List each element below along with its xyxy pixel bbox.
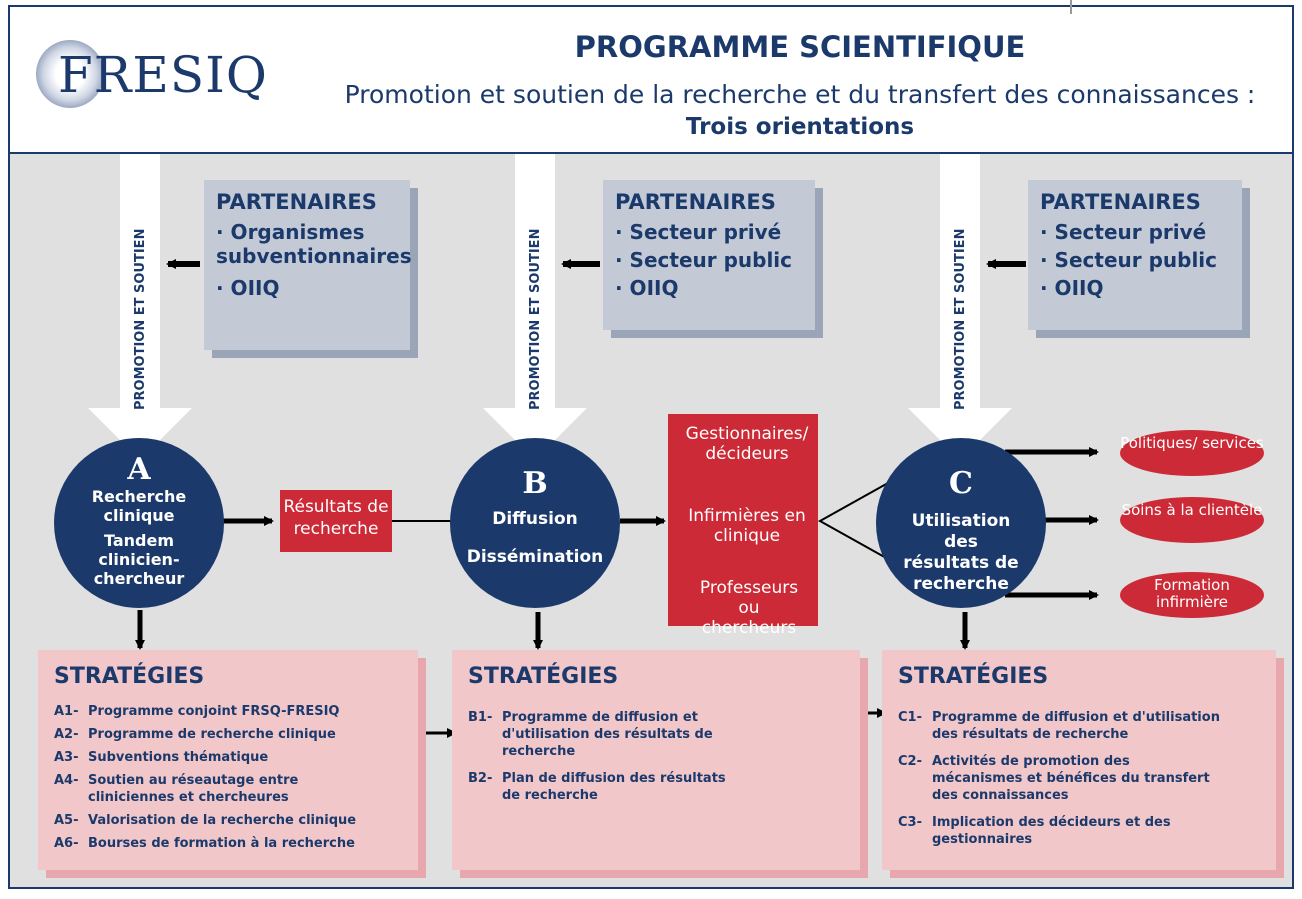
circle-b-diffusion: B Diffusion Dissémination bbox=[450, 438, 620, 608]
circle-a-letter: A bbox=[127, 452, 151, 487]
strategies-heading: STRATÉGIES bbox=[468, 664, 619, 689]
page-subtitle: Promotion et soutien de la recherche et … bbox=[344, 80, 1256, 109]
partner-item: · Secteur public bbox=[1040, 248, 1218, 272]
strategy-text: Bourses de formation à la recherche bbox=[88, 836, 355, 851]
strategy-code: C1- bbox=[898, 710, 922, 725]
strategy-item: A1- Programme conjoint FRSQ-FRESIQ bbox=[54, 703, 402, 720]
promotion-arrow-c bbox=[908, 154, 1012, 460]
strategy-text: Programme de recherche clinique bbox=[88, 727, 336, 742]
partners-box-a: PARTENAIRES · Organismes subventionnaire… bbox=[204, 180, 412, 350]
actors-to-c-connector bbox=[817, 482, 889, 560]
circle-b-label: Diffusion bbox=[492, 509, 578, 529]
strategy-text: Subventions thématique bbox=[88, 750, 269, 765]
partners-heading: PARTENAIRES bbox=[216, 190, 377, 214]
strategy-code: C2- bbox=[898, 754, 922, 769]
strategy-item: B1- Programme de diffusion et d'utilisati… bbox=[468, 709, 844, 760]
strategy-code: C3- bbox=[898, 815, 922, 830]
circle-c-letter: C bbox=[949, 466, 973, 501]
strategy-code: A1- bbox=[54, 704, 79, 719]
promotion-label-a: PROMOTION ET SOUTIEN bbox=[133, 228, 148, 410]
strategy-text: Activités de promotion des mécanismes et… bbox=[932, 754, 1210, 803]
strategy-text: Soutien au réseautage entre cliniciennes… bbox=[88, 773, 299, 805]
strategy-text: Implication des décideurs et des gestion… bbox=[932, 815, 1171, 847]
strategy-text: Valorisation de la recherche clinique bbox=[88, 813, 357, 828]
actor-professors: Professeurs ou chercheurs bbox=[699, 578, 799, 638]
strategy-code: A3- bbox=[54, 750, 79, 765]
strategy-code: A2- bbox=[54, 727, 79, 742]
circle-b-sublabel: Dissémination bbox=[466, 547, 604, 567]
strategy-item: C2- Activités de promotion des mécanismes… bbox=[898, 753, 1260, 804]
partners-heading: PARTENAIRES bbox=[1040, 190, 1201, 214]
strategy-code: A6- bbox=[54, 836, 79, 851]
top-divider bbox=[1070, 0, 1072, 14]
strategy-code: A4- bbox=[54, 773, 79, 788]
circle-c-label: Utilisation des résultats de recherche bbox=[903, 511, 1019, 594]
results-box: Résultats de recherche bbox=[280, 490, 392, 552]
circle-c-utilisation: C Utilisation des résultats de recherche bbox=[876, 438, 1046, 608]
strategy-code: B2- bbox=[468, 771, 493, 786]
strategy-item: B2- Plan de diffusion des résultats de re… bbox=[468, 770, 844, 804]
strategies-heading: STRATÉGIES bbox=[54, 664, 205, 689]
outcome-nursing-training: Formation infirmière bbox=[1120, 572, 1264, 618]
circle-a-sublabel: Tandem clinicien-chercheur bbox=[93, 531, 185, 588]
actors-box: Gestionnaires/ décideurs Infirmières en … bbox=[668, 414, 818, 638]
fresiq-logo: FRESIQ bbox=[36, 40, 286, 112]
strategy-item: A5- Valorisation de la recherche clinique bbox=[54, 812, 402, 829]
strategies-heading: STRATÉGIES bbox=[898, 664, 1049, 689]
partner-item: · Secteur public bbox=[615, 248, 793, 272]
partner-item: · OIIQ bbox=[1040, 276, 1104, 300]
strategies-box-c: STRATÉGIES C1- Programme de diffusion et … bbox=[882, 650, 1276, 870]
page-subtitle-orientations: Trois orientations bbox=[685, 114, 915, 140]
strategy-item: A2- Programme de recherche clinique bbox=[54, 726, 402, 743]
strategy-item: A4- Soutien au réseautage entre clinicien… bbox=[54, 772, 402, 806]
promotion-arrow-b bbox=[483, 154, 587, 460]
promotion-label-c: PROMOTION ET SOUTIEN bbox=[953, 228, 968, 410]
outcome-client-care: Soins à la clientèle bbox=[1120, 497, 1264, 543]
strategies-box-b: STRATÉGIES B1- Programme de diffusion et … bbox=[452, 650, 860, 870]
strategy-item: A3- Subventions thématique bbox=[54, 749, 402, 766]
page-title: PROGRAMME SCIENTIFIQUE bbox=[574, 30, 1026, 64]
actor-clinical-nurses: Infirmières en clinique bbox=[688, 506, 806, 546]
strategy-item: A6- Bourses de formation à la recherche bbox=[54, 835, 402, 852]
circle-a-clinical-research: A Recherche clinique Tandem clinicien-ch… bbox=[54, 438, 224, 608]
header-divider bbox=[8, 152, 1294, 154]
strategy-text: Plan de diffusion des résultats de reche… bbox=[502, 771, 726, 803]
outcome-policies: Politiques/ services bbox=[1120, 430, 1264, 476]
logo-emblem-icon bbox=[36, 40, 104, 108]
strategy-code: A5- bbox=[54, 813, 79, 828]
page-frame bbox=[8, 5, 1294, 889]
promotion-label-b: PROMOTION ET SOUTIEN bbox=[528, 228, 543, 410]
partner-item: · Secteur privé bbox=[615, 220, 782, 244]
actor-managers: Gestionnaires/ décideurs bbox=[685, 424, 809, 464]
partners-heading: PARTENAIRES bbox=[615, 190, 776, 214]
partner-item: · OIIQ bbox=[615, 276, 679, 300]
logo-text: FRESIQ bbox=[58, 46, 268, 104]
strategy-text: Programme conjoint FRSQ-FRESIQ bbox=[88, 704, 340, 719]
strategy-item: C1- Programme de diffusion et d'utilisati… bbox=[898, 709, 1260, 743]
promotion-arrow-a bbox=[88, 154, 192, 460]
circle-a-label: Recherche clinique bbox=[91, 487, 187, 525]
partner-item: · OIIQ bbox=[216, 276, 280, 300]
strategies-box-a: STRATÉGIES A1- Programme conjoint FRSQ-FR… bbox=[38, 650, 418, 870]
strategy-text: Programme de diffusion et d'utilisation … bbox=[502, 710, 713, 759]
partners-box-c: PARTENAIRES · Secteur privé · Secteur pu… bbox=[1028, 180, 1242, 330]
strategy-item: C3- Implication des décideurs et des gest… bbox=[898, 814, 1260, 848]
partner-item: · Secteur privé bbox=[1040, 220, 1207, 244]
strategy-code: B1- bbox=[468, 710, 493, 725]
partner-item: · Organismes subventionnaires bbox=[216, 220, 412, 268]
strategy-text: Programme de diffusion et d'utilisation … bbox=[932, 710, 1220, 742]
partners-box-b: PARTENAIRES · Secteur privé · Secteur pu… bbox=[603, 180, 815, 330]
circle-b-letter: B bbox=[522, 466, 548, 501]
